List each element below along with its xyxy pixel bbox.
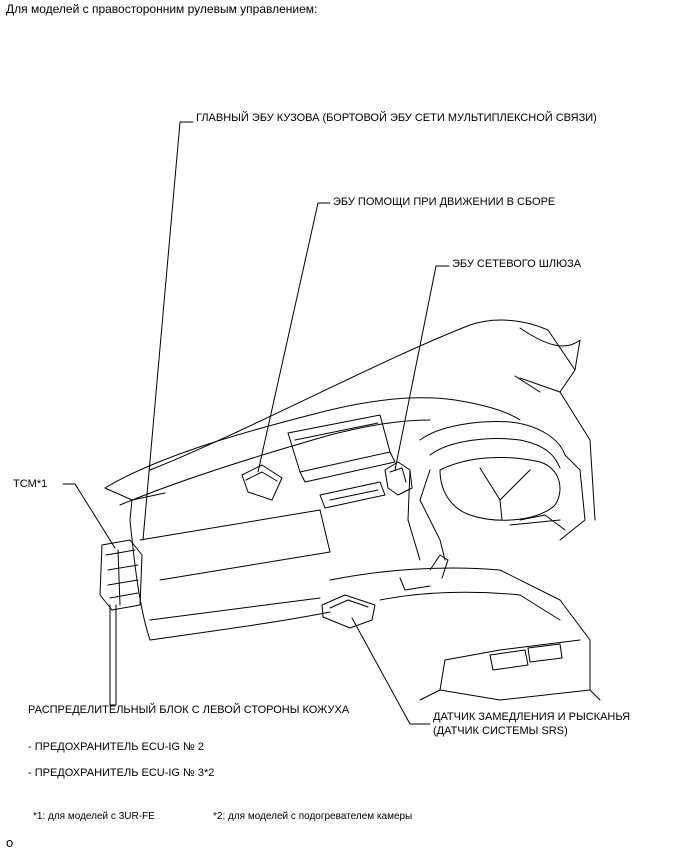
footnote-1: *1: для моделей с 3UR-FE (33, 811, 155, 822)
leader-driving-support-ecu (257, 202, 331, 473)
leader-tcm (62, 483, 116, 549)
corner-mark: o (6, 835, 14, 850)
center-vent (319, 481, 386, 509)
label-junction-block: РАСПРЕДЕЛИТЕЛЬНЫЙ БЛОК С ЛЕВОЙ СТОРОНЫ К… (28, 704, 350, 716)
a-pillar (519, 327, 581, 393)
page-heading: Для моделей с правосторонним рулевым упр… (6, 2, 318, 16)
label-tcm: TCM*1 (13, 478, 48, 490)
label-yaw-sensor: ДАТЧИК ЗАМЕДЛЕНИЯ И РЫСКАНЬЯ (433, 711, 631, 723)
yaw-sensor-box (321, 594, 376, 629)
rear-vents (489, 649, 529, 671)
glovebox (159, 551, 331, 581)
center-console (329, 567, 591, 701)
steering-wheel (439, 457, 561, 521)
label-driving-support-ecu: ЭБУ ПОМОЩИ ПРИ ДВИЖЕНИИ В СБОРЕ (333, 196, 556, 208)
tcm-box (99, 539, 143, 611)
gateway-ecu-box (384, 461, 413, 496)
label-main-body-ecu: ГЛАВНЫЙ ЭБУ КУЗОВА (БОРТОВОЙ ЭБУ СЕТИ МУ… (196, 112, 597, 124)
label-yaw-sensor-srs: (ДАТЧИК СИСТЕМЫ SRS) (433, 725, 568, 737)
label-fuse-ecu-ig-3: - ПРЕДОХРАНИТЕЛЬ ECU-IG № 3*2 (28, 767, 215, 779)
label-gateway-ecu: ЭБУ СЕТЕВОГО ШЛЮЗА (452, 258, 582, 270)
label-fuse-ecu-ig-2: - ПРЕДОХРАНИТЕЛЬ ECU-IG № 2 (28, 741, 205, 753)
leader-yaw-sensor (351, 617, 431, 725)
dashboard-top (104, 397, 521, 489)
leader-main-body-ecu (142, 121, 194, 541)
instrument-hood (419, 421, 566, 456)
footnote-2: *2: для моделей с подогревателем камеры (213, 811, 413, 822)
windshield-outline (149, 319, 549, 471)
leader-junction-block (109, 604, 116, 706)
driving-support-ecu-box (241, 464, 283, 501)
leader-gateway-ecu (394, 265, 450, 471)
